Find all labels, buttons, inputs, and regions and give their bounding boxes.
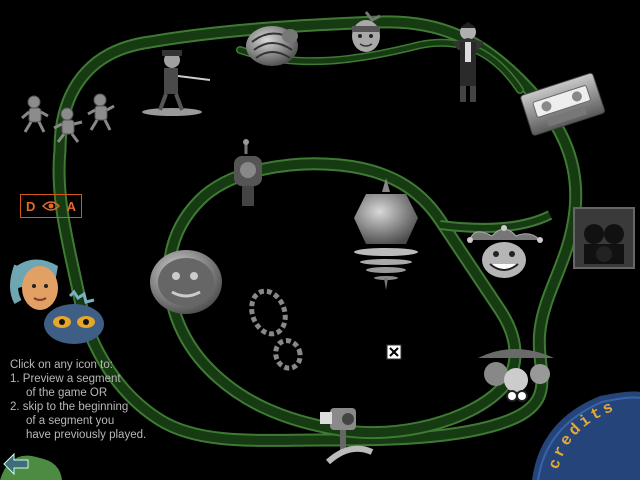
instruction-line: of a segment you	[26, 415, 115, 427]
portrait-frame-icon[interactable]	[573, 207, 635, 269]
robot-buddy-icon[interactable]	[44, 289, 104, 344]
dva-left-letter: D	[26, 198, 36, 214]
inner-vine-path	[162, 157, 553, 440]
dva-right-letter: A	[66, 198, 76, 214]
running-men-icon[interactable]	[21, 93, 115, 143]
cassette-tape-icon[interactable]	[520, 72, 605, 136]
head-with-hand-icon[interactable]	[352, 11, 381, 52]
vampire-icon[interactable]	[452, 22, 484, 102]
credits-button[interactable]: credits	[532, 391, 640, 480]
eye-icon	[41, 200, 61, 212]
instructions-text: Click on any icon to: 1. Preview a segme…	[10, 358, 146, 442]
stone-face-icon[interactable]	[150, 250, 222, 314]
dva-button[interactable]: D A	[20, 194, 82, 218]
cursor-icon	[386, 344, 402, 360]
back-arrow-icon[interactable]	[0, 452, 62, 480]
kids-group-icon[interactable]	[478, 349, 554, 402]
instruction-line: have previously played.	[26, 429, 147, 441]
girl-character-icon[interactable]	[10, 259, 58, 310]
instruction-line: 2. skip to the beginning	[10, 401, 129, 413]
instruction-line: of the game OR	[26, 387, 108, 399]
armadillo-icon[interactable]	[246, 26, 298, 66]
video-camera-icon[interactable]	[320, 408, 374, 465]
jester-face-icon[interactable]	[467, 225, 543, 278]
spaceship-tower-icon[interactable]	[354, 178, 418, 290]
robot-head-icon[interactable]	[234, 139, 262, 206]
boot-print-icon[interactable]	[246, 286, 304, 374]
instruction-line: Click on any icon to:	[10, 359, 113, 371]
bowler-skater-icon[interactable]	[142, 50, 211, 116]
instruction-line: 1. Preview a segment	[10, 373, 121, 385]
